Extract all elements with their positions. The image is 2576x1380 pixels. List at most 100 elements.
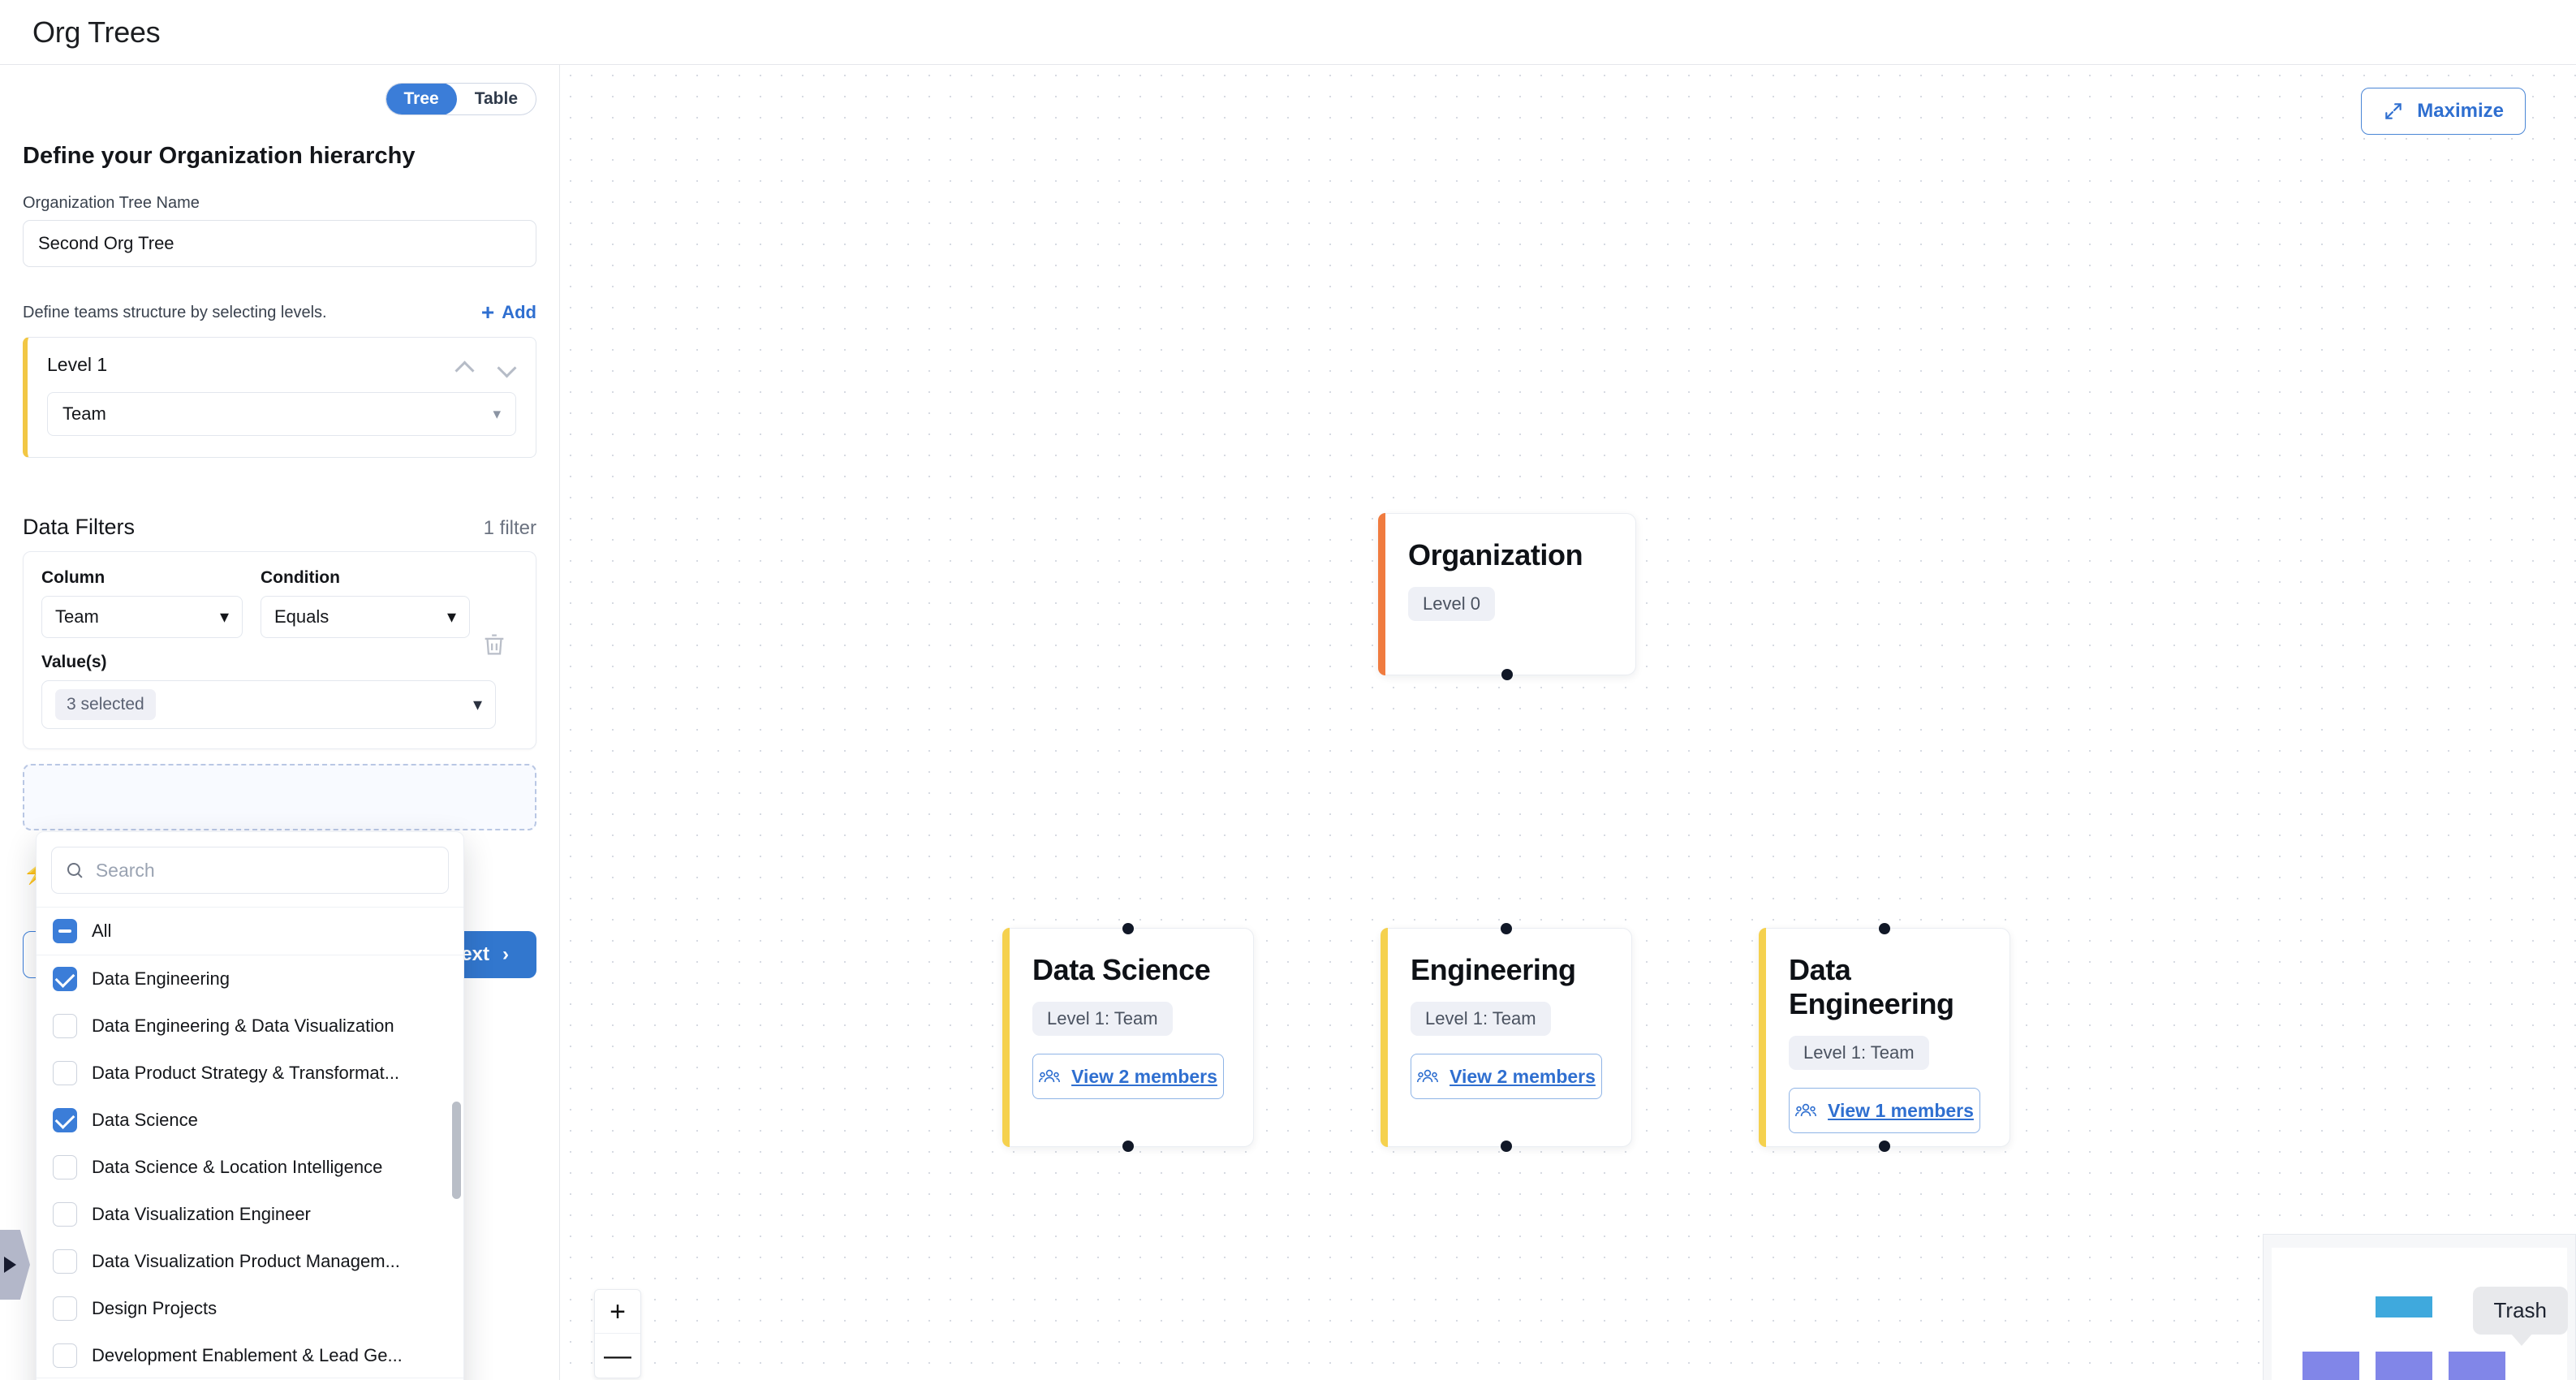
dropdown-option[interactable]: Data Science [37, 1097, 463, 1144]
maximize-label: Maximize [2417, 100, 2504, 122]
node-level-badge: Level 1: Team [1032, 1002, 1173, 1036]
node-port-bottom[interactable] [1501, 669, 1513, 680]
dropdown-option[interactable]: Data Engineering [37, 955, 463, 1003]
view-members-button[interactable]: View 1 members [1789, 1088, 1980, 1133]
option-checkbox[interactable] [53, 1343, 77, 1368]
option-checkbox[interactable] [53, 1108, 77, 1132]
node-port-bottom[interactable] [1122, 1141, 1134, 1152]
minimap-node-child [2302, 1352, 2359, 1380]
dropdown-option[interactable]: Data Science & Location Intelligence [37, 1144, 463, 1191]
checkbox-all[interactable] [53, 919, 77, 943]
org-chart-canvas[interactable]: Maximize Organization Level 0 [560, 65, 2576, 1380]
dropdown-select-all-row[interactable]: All [37, 907, 463, 955]
filter-dropzone[interactable] [23, 764, 536, 830]
minimap-node-child [2449, 1352, 2505, 1380]
option-checkbox[interactable] [53, 1296, 77, 1321]
dropdown-option[interactable]: Data Visualization Engineer [37, 1191, 463, 1238]
chevron-down-icon: ▾ [493, 405, 501, 423]
node-port-bottom[interactable] [1501, 1141, 1512, 1152]
view-members-label: View 1 members [1828, 1099, 1974, 1121]
filter-column-select[interactable]: Team ▾ [41, 596, 243, 638]
level-title: Level 1 [47, 354, 108, 375]
people-icon [1795, 1103, 1817, 1117]
zoom-out-button[interactable]: — [604, 1340, 631, 1371]
option-label: Data Product Strategy & Transformat... [92, 1063, 400, 1083]
chevron-down-icon[interactable] [498, 360, 516, 370]
option-checkbox[interactable] [53, 1061, 77, 1085]
dropdown-search-input[interactable] [95, 859, 435, 882]
level-reorder-controls [456, 360, 516, 370]
trash-icon [485, 634, 504, 655]
filter-card: Column Team ▾ Condition Equals ▾ [23, 551, 536, 749]
people-icon [1039, 1069, 1061, 1083]
option-checkbox[interactable] [53, 1014, 77, 1038]
dropdown-option[interactable]: Development Enablement & Lead Ge... [37, 1332, 463, 1378]
level-value-select[interactable]: Team ▾ [47, 392, 516, 436]
option-label: Data Engineering & Data Visualization [92, 1016, 394, 1036]
option-checkbox[interactable] [53, 1202, 77, 1227]
filter-count-label: 1 filter [483, 517, 536, 539]
node-level-badge: Level 0 [1408, 587, 1495, 621]
chevron-up-icon[interactable] [456, 360, 474, 370]
dropdown-option[interactable]: Data Product Strategy & Transformat... [37, 1050, 463, 1097]
node-port-top[interactable] [1501, 923, 1512, 934]
chevron-down-icon: ▾ [472, 694, 482, 714]
filter-condition-select[interactable]: Equals ▾ [261, 596, 470, 638]
dropdown-search-box[interactable] [51, 847, 449, 894]
dropdown-scrollbar[interactable] [452, 1102, 461, 1199]
page-title: Org Trees [32, 15, 161, 49]
option-checkbox[interactable] [53, 1249, 77, 1274]
zoom-in-button[interactable]: + [595, 1290, 640, 1334]
view-toggle-wrap: Tree Table [23, 65, 536, 115]
node-port-bottom[interactable] [1879, 1141, 1890, 1152]
view-toggle[interactable]: Tree Table [385, 83, 536, 115]
org-node-organization[interactable]: Organization Level 0 [1378, 513, 1636, 680]
org-node-data-engineering[interactable]: Data Engineering Level 1: Team View 1 me… [1759, 923, 2010, 1152]
tree-edges [560, 65, 803, 187]
option-label: Data Visualization Engineer [92, 1204, 311, 1224]
option-label: Data Science [92, 1110, 198, 1130]
view-members-button[interactable]: View 2 members [1411, 1054, 1602, 1099]
delete-filter-button[interactable] [480, 630, 508, 659]
view-members-button[interactable]: View 2 members [1032, 1054, 1224, 1099]
dropdown-option[interactable]: Data Engineering & Data Visualization [37, 1003, 463, 1050]
option-checkbox[interactable] [53, 967, 77, 991]
dropdown-option[interactable]: Design Projects [37, 1285, 463, 1332]
filter-column-value: Team [55, 606, 99, 627]
level-value-label: Team [62, 403, 106, 424]
tab-table[interactable]: Table [474, 89, 518, 108]
sidebar-collapse-handle[interactable] [0, 1230, 30, 1300]
filter-grid: Column Team ▾ Condition Equals ▾ [41, 568, 518, 638]
minimap-node-child [2376, 1352, 2432, 1380]
load-more-button[interactable]: Load More (200/333) [37, 1378, 463, 1380]
zoom-controls: + — [594, 1289, 641, 1378]
filter-values-group: Value(s) 3 selected ▾ [41, 653, 518, 729]
level-card-header: Level 1 [47, 354, 516, 376]
node-title: Data Engineering [1789, 953, 1954, 1020]
tree-name-input[interactable] [23, 220, 536, 267]
filter-column-label: Column [41, 568, 106, 587]
filter-condition-label: Condition [261, 568, 340, 587]
dropdown-all-label: All [92, 921, 112, 941]
tab-tree[interactable]: Tree [386, 84, 457, 114]
node-port-top[interactable] [1879, 923, 1890, 934]
org-node-engineering[interactable]: Engineering Level 1: Team View 2 members [1381, 923, 1632, 1152]
sidebar-panel: Tree Table Define your Organization hier… [0, 65, 560, 1380]
chevron-down-icon: ▾ [219, 606, 229, 627]
org-node-data-science[interactable]: Data Science Level 1: Team View 2 member… [1002, 923, 1254, 1152]
option-checkbox[interactable] [53, 1155, 77, 1179]
section-title: Define your Organization hierarchy [23, 143, 416, 169]
trash-tooltip: Trash [2472, 1287, 2568, 1346]
dropdown-option[interactable]: Data Visualization Product Managem... [37, 1238, 463, 1285]
filter-condition-value: Equals [274, 606, 330, 627]
triangle-right-icon [4, 1257, 16, 1273]
node-level-badge: Level 1: Team [1789, 1036, 1929, 1070]
expand-arrows-icon [2385, 103, 2402, 119]
node-port-top[interactable] [1122, 923, 1134, 934]
option-label: Development Enablement & Lead Ge... [92, 1345, 403, 1365]
maximize-button[interactable]: Maximize [2361, 88, 2526, 135]
filter-values-multiselect[interactable]: 3 selected ▾ [41, 680, 496, 729]
add-level-button[interactable]: + Add [481, 301, 536, 324]
